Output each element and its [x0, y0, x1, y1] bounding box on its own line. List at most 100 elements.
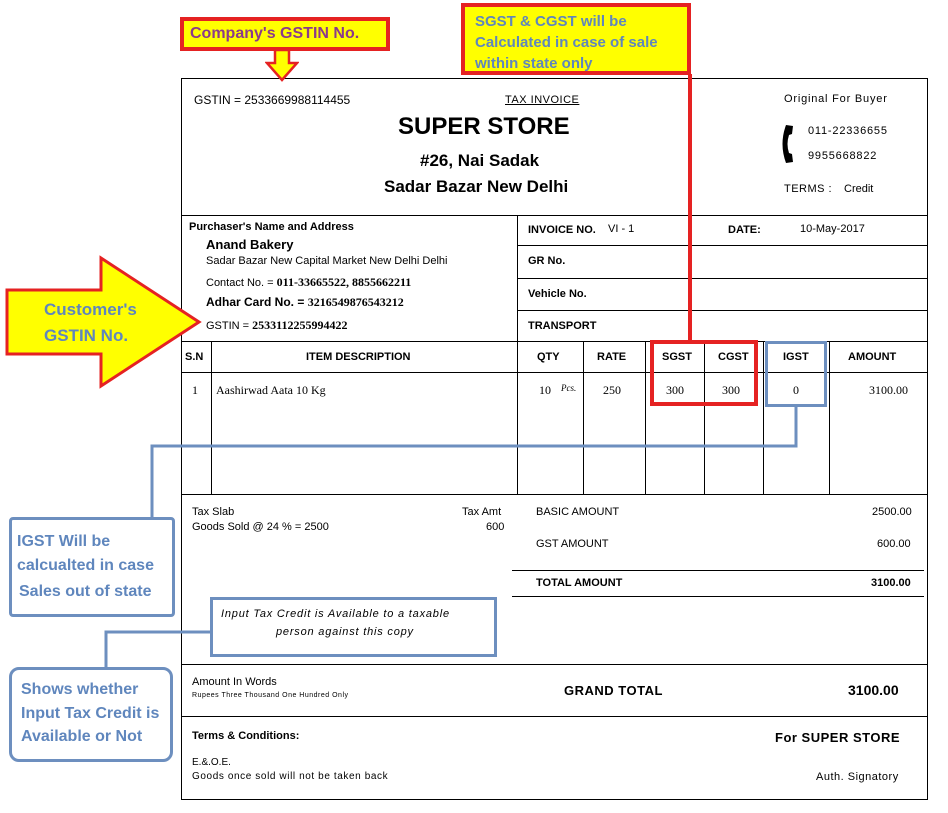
copy-label: Original For Buyer: [784, 93, 888, 105]
purchaser-name: Anand Bakery: [206, 237, 294, 252]
grand-total-label: GRAND TOTAL: [564, 683, 663, 698]
row-sn: 1: [192, 383, 198, 397]
terms-value: Credit: [844, 183, 874, 195]
invoice-no-value: VI - 1: [608, 223, 635, 235]
goods-note: Goods once sold will not be taken back: [192, 771, 389, 782]
grand-total-value: 3100.00: [848, 682, 899, 698]
doc-type: TAX INVOICE: [505, 94, 580, 106]
auth-signatory: Auth. Signatory: [816, 771, 899, 783]
vehicle-label: Vehicle No.: [528, 288, 587, 300]
divider-meta-3: [517, 310, 928, 311]
date-label: DATE:: [728, 224, 761, 236]
col-header-cgst: CGST: [718, 351, 749, 363]
col-header-rate: RATE: [597, 351, 627, 363]
igst-highlight: [765, 341, 827, 407]
purchaser-contact: Contact No. = 011-33665522, 8855662211: [206, 275, 411, 290]
sgst-cgst-callout-line-1: SGST & CGST will be: [475, 13, 627, 30]
purchaser-adhar-label: Adhar Card No. =: [206, 295, 308, 309]
col-header-igst: IGST: [783, 351, 809, 363]
row-cgst: 300: [722, 383, 740, 397]
sgst-cgst-callout: SGST & CGST will be Calculated in case o…: [461, 3, 691, 75]
store-phone-2: 9955668822: [808, 150, 878, 162]
divider-total-bottom: [512, 596, 924, 597]
col-divider-desc: [517, 341, 518, 494]
input-credit-line-2: person against this copy: [276, 626, 414, 638]
igst-callout-line-2: calcualted in case: [17, 557, 154, 574]
purchaser-gstin-label: GSTIN =: [206, 320, 253, 332]
total-amount-label: TOTAL AMOUNT: [536, 577, 623, 589]
terms-conditions-label: Terms & Conditions:: [192, 730, 300, 742]
input-credit-box: Input Tax Credit is Available to a taxab…: [210, 597, 497, 657]
col-divider-igst: [829, 341, 830, 494]
customer-gstin-callout-line-2: GSTIN No.: [44, 326, 129, 345]
col-divider-sn: [211, 341, 212, 494]
col-divider-qty: [583, 341, 584, 494]
divider-terms: [181, 716, 928, 717]
row-desc: Aashirwad Aata 10 Kg: [216, 383, 326, 397]
right-arrow-icon: [5, 255, 202, 389]
phone-icon: [780, 124, 796, 169]
shows-whether-line-2: Input Tax Credit is: [21, 705, 160, 722]
company-gstin-callout: Company's GSTIN No.: [180, 17, 390, 51]
purchaser-section-label: Purchaser's Name and Address: [189, 221, 354, 233]
sgst-cgst-callout-line-2: Calculated in case of sale: [475, 34, 658, 51]
sgst-cgst-highlight: [650, 340, 758, 406]
purchaser-adhar-value: 3216549876543212: [307, 295, 404, 309]
gst-amount-value: 600.00: [877, 538, 911, 550]
divider-meta-2: [517, 278, 928, 279]
divider-header: [181, 215, 928, 216]
purchaser-contact-label: Contact No. =: [206, 277, 277, 289]
sgst-cgst-connector: [688, 74, 692, 342]
col-divider-rate: [645, 341, 646, 494]
divider-table-bottom: [181, 494, 928, 495]
row-sgst: 300: [666, 383, 684, 397]
divider-table-top: [181, 341, 928, 342]
store-address-1: #26, Nai Sadak: [420, 151, 540, 170]
for-store-label: For SUPER STORE: [775, 730, 901, 745]
row-igst: 0: [793, 383, 799, 397]
purchaser-adhar: Adhar Card No. = 3216549876543212: [206, 295, 404, 310]
igst-callout-line-3: Sales out of state: [19, 583, 152, 600]
igst-callout: IGST Will be calcualted in case Sales ou…: [9, 517, 175, 617]
terms-label: TERMS :: [784, 183, 833, 195]
transport-label: TRANSPORT: [528, 320, 597, 332]
eoe-label: E.&.O.E.: [192, 757, 231, 768]
input-credit-line-1: Input Tax Credit is Available to a taxab…: [221, 608, 450, 620]
divider-purchaser: [517, 215, 518, 341]
date-value: 10-May-2017: [800, 223, 865, 235]
divider-footer: [181, 664, 928, 665]
row-amount: 3100.00: [869, 383, 908, 397]
shows-whether-line-1: Shows whether: [21, 681, 139, 698]
tax-amt-value: 600: [486, 521, 505, 533]
row-unit: Pcs.: [561, 383, 577, 393]
col-header-amount: AMOUNT: [848, 351, 897, 363]
col-divider-sgst: [704, 341, 705, 494]
col-header-qty: QTY: [537, 351, 560, 363]
gst-amount-label: GST AMOUNT: [536, 538, 609, 550]
down-arrow-icon: [265, 49, 299, 82]
col-header-desc: ITEM DESCRIPTION: [306, 351, 411, 363]
divider-meta-1: [517, 245, 928, 246]
company-gstin-callout-text: Company's GSTIN No.: [190, 25, 360, 42]
row-qty: 10: [539, 383, 551, 397]
row-rate: 250: [603, 383, 621, 397]
basic-amount-value: 2500.00: [872, 506, 912, 518]
tax-amt-label: Tax Amt: [462, 506, 502, 518]
divider-total-top: [512, 570, 924, 571]
col-header-sgst: SGST: [662, 351, 692, 363]
store-phone-1: 011-22336655: [808, 125, 888, 137]
invoice-frame: [181, 78, 928, 800]
purchaser-address: Sadar Bazar New Capital Market New Delhi…: [206, 255, 448, 267]
shows-whether-callout: Shows whether Input Tax Credit is Availa…: [9, 667, 173, 762]
igst-callout-line-1: IGST Will be: [17, 533, 111, 550]
purchaser-contact-value: 011-33665522, 8855662211: [276, 275, 412, 289]
purchaser-gstin-value: 2533112255994422: [252, 318, 348, 332]
tax-slab-label: Tax Slab: [192, 506, 235, 518]
sgst-cgst-callout-line-3: within state only: [475, 55, 593, 72]
basic-amount-label: BASIC AMOUNT: [536, 506, 620, 518]
amount-words-value: Rupees Three Thousand One Hundred Only: [192, 692, 349, 699]
col-header-sn: S.N: [185, 351, 204, 363]
divider-table-head: [181, 372, 928, 373]
gr-label: GR No.: [528, 255, 566, 267]
